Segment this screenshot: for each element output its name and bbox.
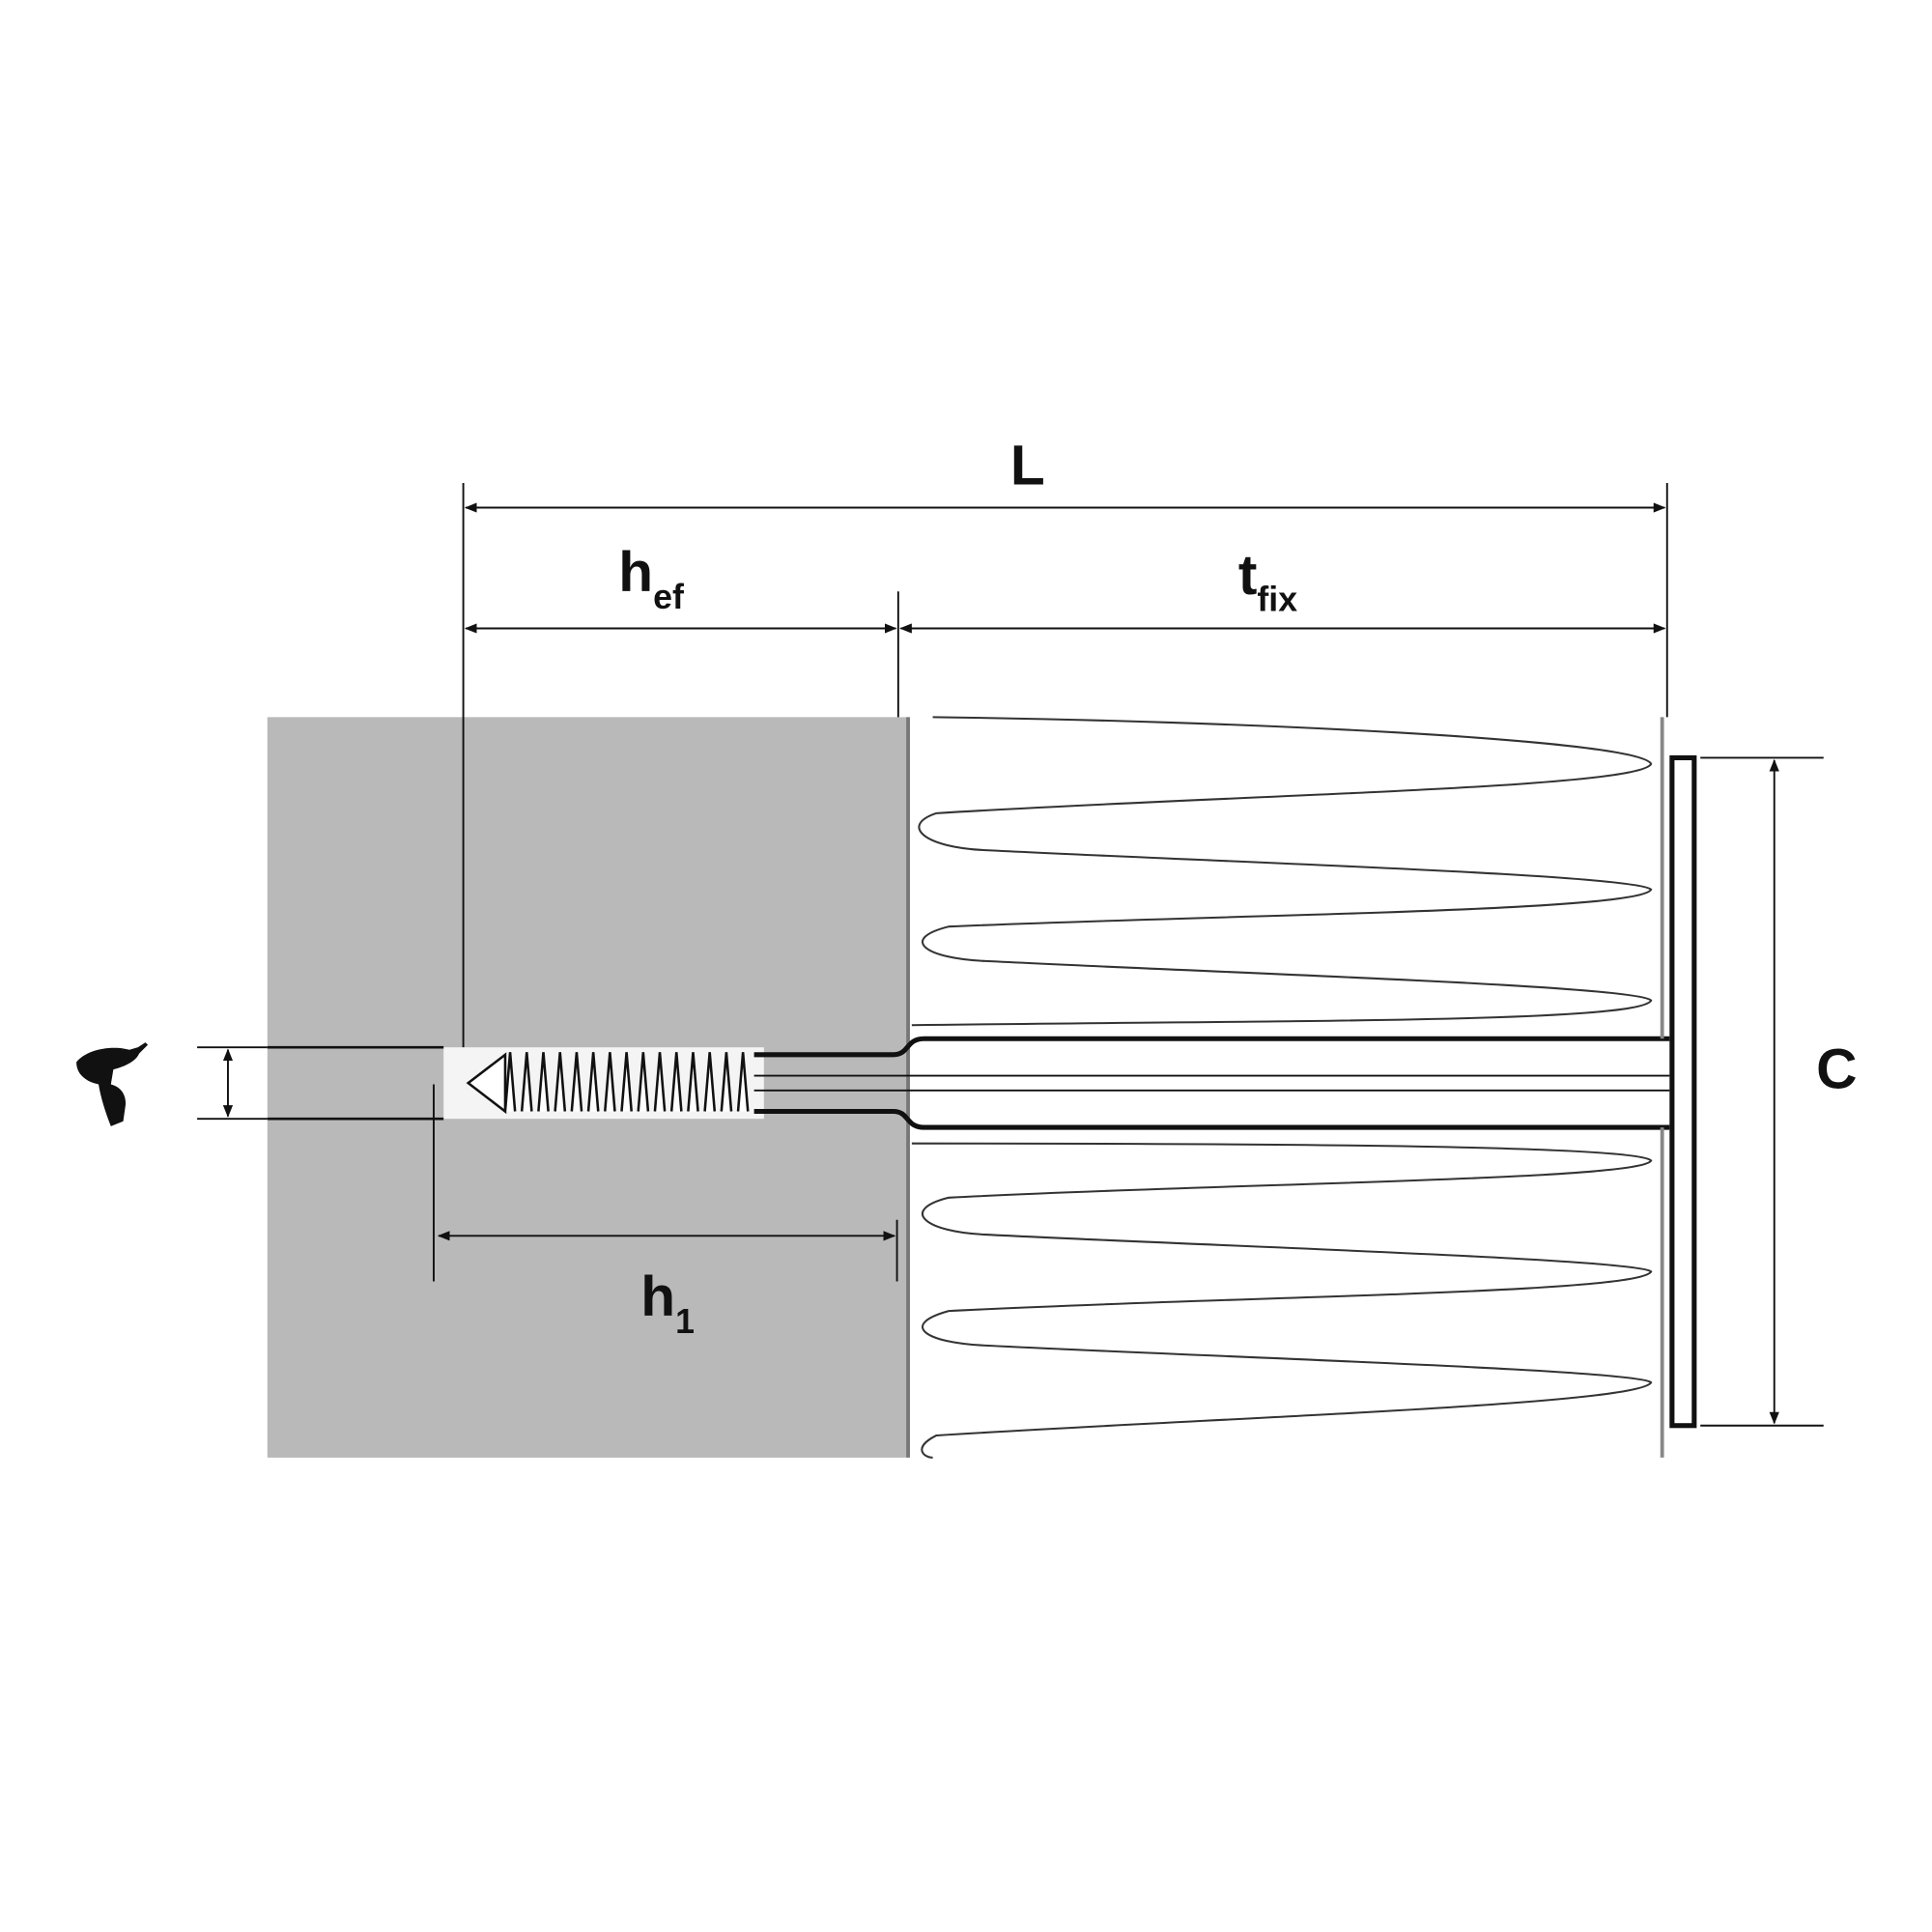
thread-tooth — [620, 1052, 633, 1112]
thread-tooth — [586, 1052, 600, 1112]
insulation-layer — [906, 716, 1653, 1459]
thread-tooth — [653, 1052, 667, 1112]
insulation-anchor — [753, 717, 1697, 1458]
label-hef: hef — [618, 541, 684, 616]
thread-tooth — [736, 1052, 750, 1112]
thread-tooth — [604, 1052, 616, 1112]
thread-tooth — [554, 1052, 567, 1112]
thread-tooth — [703, 1052, 717, 1112]
thread-tooth — [720, 1052, 733, 1112]
thread-tooth — [687, 1052, 699, 1112]
screw-thread — [466, 1052, 750, 1115]
label-C: C — [1816, 1037, 1857, 1100]
thread-tooth — [537, 1052, 550, 1112]
dimension-lines — [197, 483, 1824, 1427]
label-h1: h1 — [640, 1265, 695, 1341]
thread-tooth — [520, 1052, 533, 1112]
thread-tooth — [637, 1052, 650, 1112]
thread-tooth — [503, 1052, 517, 1112]
thread-tooth — [570, 1052, 583, 1112]
label-L: L — [1010, 434, 1045, 497]
thread-tooth — [669, 1052, 683, 1112]
label-tfix: tfix — [1238, 544, 1297, 619]
drill-icon — [76, 1042, 149, 1126]
